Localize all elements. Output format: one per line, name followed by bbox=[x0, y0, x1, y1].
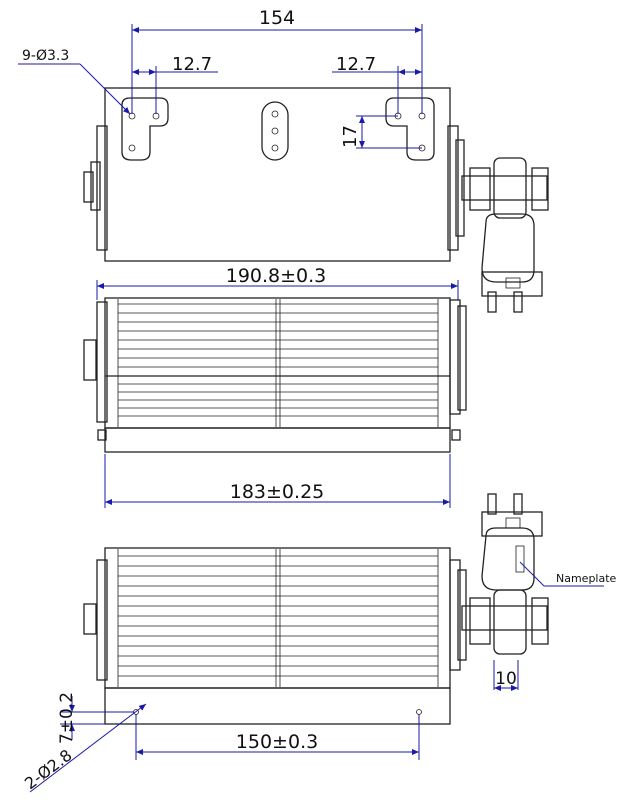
dim-overall-length: 190.8±0.3 bbox=[226, 265, 327, 287]
dim-motor-width: 10 bbox=[495, 669, 517, 689]
bottom-view-dimensions: 150±0.3 7±0.2 2-Ø2.8 10 Nameplate bbox=[21, 561, 617, 794]
dim-hole-spacing-right: 12.7 bbox=[336, 54, 376, 75]
nameplate-label: Nameplate bbox=[556, 572, 617, 585]
dim-body-length: 183±0.25 bbox=[230, 481, 325, 503]
dim-top-width: 154 bbox=[259, 7, 295, 29]
dim-holes: 9-Ø3.3 bbox=[22, 48, 69, 64]
dim-vertical-spacing: 17 bbox=[340, 125, 361, 148]
bottom-view bbox=[83, 493, 549, 725]
front-view-dimensions: 190.8±0.3 183±0.25 bbox=[96, 265, 459, 508]
mount-hole-right bbox=[416, 709, 422, 715]
dim-hole-spacing-left: 12.7 bbox=[172, 54, 212, 75]
dim-small-holes: 2-Ø2.8 bbox=[21, 746, 76, 794]
top-view bbox=[83, 87, 549, 313]
dim-hole-span: 150±0.3 bbox=[236, 731, 318, 753]
dim-edge-offset: 7±0.2 bbox=[57, 692, 77, 744]
front-view bbox=[83, 297, 467, 453]
top-view-dimensions: 154 12.7 12.7 17 9-Ø3.3 bbox=[18, 7, 423, 149]
